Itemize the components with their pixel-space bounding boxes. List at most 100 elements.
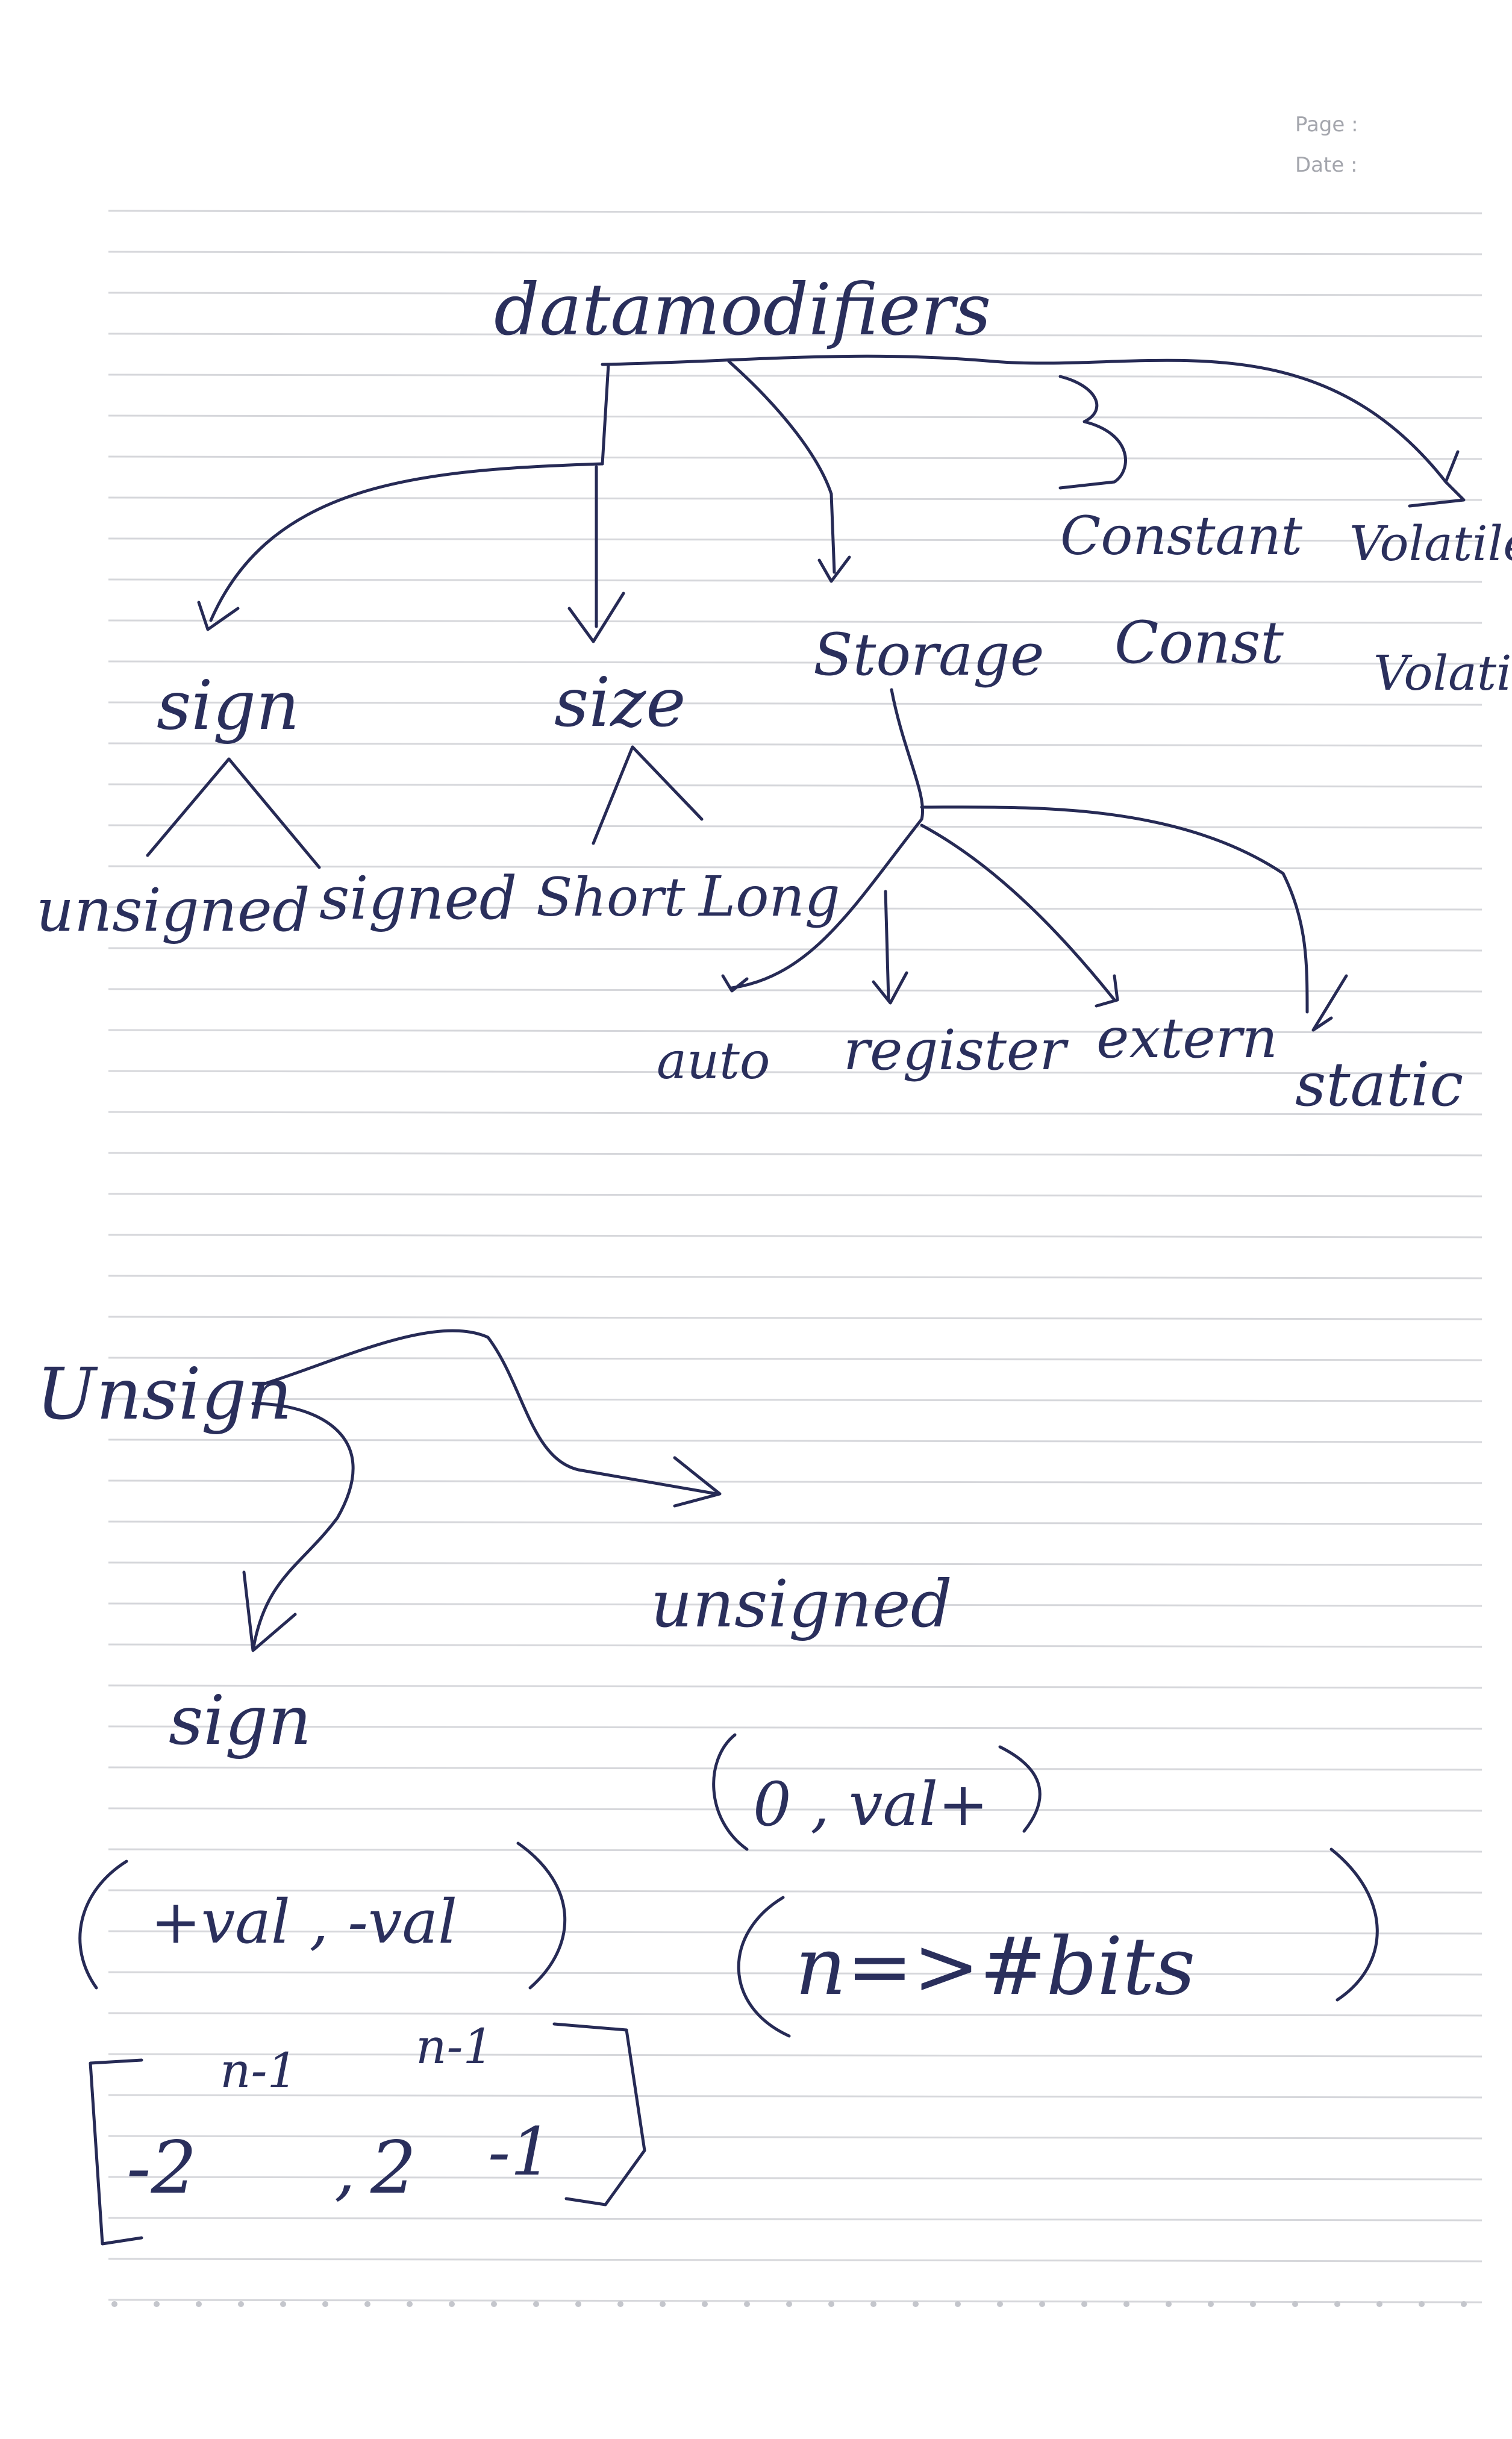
footer-dot <box>1419 2301 1425 2307</box>
footer-dot <box>1334 2301 1340 2307</box>
dotted-footer-line <box>111 2301 1467 2307</box>
ruled-line <box>108 1848 1482 1853</box>
ruled-line <box>108 1316 1482 1320</box>
paren-right-bits-note <box>1329 1847 1379 2002</box>
storage-type-register: register <box>843 1018 1069 1082</box>
ruled-line <box>108 2299 1482 2303</box>
ruled-line <box>108 1070 1482 1075</box>
unsigned-range-text: 0 , val+ <box>753 1769 989 1840</box>
ruled-line <box>108 2217 1482 2222</box>
ruled-line <box>108 2012 1482 2017</box>
arrow-to-volatile <box>1408 450 1466 508</box>
footer-dot <box>238 2301 244 2307</box>
storage-type-extern: extern <box>1096 1006 1278 1070</box>
ruled-line <box>108 292 1482 296</box>
ruled-line <box>108 333 1482 337</box>
ruled-line <box>108 660 1482 665</box>
ruled-line <box>108 742 1482 747</box>
arrow-to-sign <box>197 462 604 631</box>
ruled-line <box>108 2176 1482 2181</box>
node-storage: Storage <box>813 621 1045 689</box>
ruled-line <box>108 1029 1482 1034</box>
bracket-left-formula <box>89 2058 143 2246</box>
ruled-line <box>108 1766 1482 1771</box>
ruled-line <box>108 1438 1482 1443</box>
node-volatile: Volatile <box>1349 516 1512 572</box>
footer-dot <box>1376 2301 1382 2307</box>
footer-dot <box>1208 2301 1214 2307</box>
size-type-short: Short <box>536 866 686 928</box>
footer-dot <box>491 2301 497 2307</box>
arrow-to-size <box>567 465 625 643</box>
ruled-line <box>108 578 1482 583</box>
paren-left-sign-range <box>78 1860 128 1990</box>
footer-dot <box>828 2301 834 2307</box>
formula-separator: , <box>334 2131 355 2208</box>
ruled-line <box>108 1643 1482 1648</box>
ruled-line <box>108 824 1482 829</box>
size-type-long: Long <box>698 864 840 929</box>
bracket-right-formula <box>552 2022 646 2206</box>
ruled-line <box>108 1520 1482 1525</box>
node-constant: Constant <box>1060 505 1303 567</box>
arrow-to-sign-left <box>242 1402 355 1652</box>
node-sign-left: sign <box>169 1682 311 1760</box>
ruled-line <box>108 1930 1482 1935</box>
footer-dot <box>533 2301 539 2307</box>
footer-dot <box>407 2301 413 2307</box>
ruled-line <box>108 496 1482 501</box>
storage-type-static: static <box>1295 1049 1463 1120</box>
ruled-line <box>108 988 1482 993</box>
footer-dot <box>449 2301 455 2307</box>
ruled-line <box>108 1725 1482 1730</box>
arrow-to-storage <box>817 492 851 583</box>
ruled-line <box>108 1152 1482 1157</box>
footer-dot <box>575 2301 581 2307</box>
footer-dot <box>702 2301 708 2307</box>
footer-dot <box>870 2301 876 2307</box>
ruled-line <box>108 701 1482 706</box>
ruled-line <box>108 1971 1482 1976</box>
ruled-line <box>108 2094 1482 2099</box>
footer-dot <box>154 2301 160 2307</box>
paren-left-unsigned-range <box>712 1733 749 1851</box>
ruled-line <box>108 1684 1482 1689</box>
footer-dot <box>280 2301 286 2307</box>
paren-right-sign-range <box>516 1841 567 1990</box>
footer-dot <box>617 2301 623 2307</box>
ruled-line <box>108 1398 1482 1402</box>
bits-note: n=>#bits <box>795 1920 1195 2013</box>
paren-right-unsigned-range <box>998 1745 1042 1833</box>
footer-dot <box>1123 2301 1129 2307</box>
branch-sign <box>146 757 321 869</box>
footer-dot <box>1250 2301 1256 2307</box>
ruled-line <box>108 865 1482 870</box>
ruled-line <box>108 2053 1482 2058</box>
root-datamodifiers: datamodifiers <box>494 268 991 351</box>
ruled-line <box>108 537 1482 542</box>
footer-dot <box>913 2301 919 2307</box>
ruled-line <box>108 1357 1482 1361</box>
sign-range-text: +val , -val <box>151 1887 457 1957</box>
ruled-lines <box>108 210 1482 2303</box>
ruled-line <box>108 1234 1482 1238</box>
footer-dot <box>997 2301 1003 2307</box>
ruled-line <box>108 1275 1482 1279</box>
footer-dot <box>364 2301 370 2307</box>
ruled-line <box>108 1889 1482 1894</box>
branch-size <box>592 745 704 845</box>
ruled-line <box>108 2135 1482 2140</box>
ruled-line <box>108 2258 1482 2263</box>
ruled-line <box>108 414 1482 419</box>
footer-dot <box>660 2301 666 2307</box>
arrow-to-constant <box>1058 375 1127 490</box>
root-unsign: Unsign <box>36 1352 292 1435</box>
arrow-to-unsigned <box>257 1329 722 1508</box>
formula-base: -2 <box>127 2126 197 2210</box>
footer-dot <box>1166 2301 1172 2307</box>
ruled-line <box>108 1602 1482 1607</box>
ruled-line <box>108 251 1482 255</box>
footer-dot <box>1081 2301 1087 2307</box>
date-label: Date : <box>1295 153 1358 177</box>
